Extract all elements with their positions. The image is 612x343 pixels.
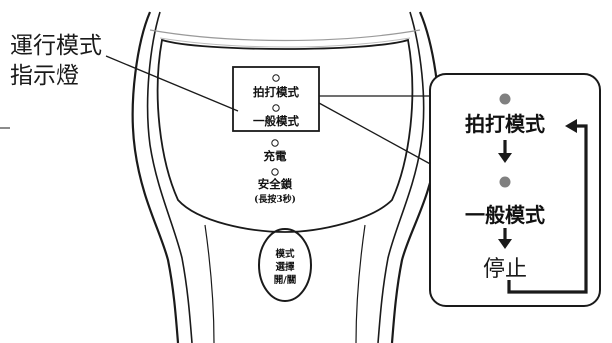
zoom-line-bottom [318,102,435,167]
down-arrow-1-head [498,153,512,163]
indicator-led-charge [271,139,279,147]
loop-back-line [507,124,588,294]
indicator-label-tapping: 拍打模式 [253,85,299,99]
sequence-panel-frame [429,73,601,307]
device-outer-shell [131,11,441,343]
indicator-label-lock: 安全鎖 [258,177,293,191]
mode-button: 模式 選擇 開/關 [274,248,296,286]
device-top-edge-2 [159,37,411,48]
indicator-label-normal: 一般模式 [253,114,299,128]
device-top-edge [149,29,421,42]
down-arrow-2-head [498,239,512,249]
device-inner-band [146,11,425,343]
mode-button-line1: 模式 [275,248,295,260]
indicator-led-normal [272,104,280,112]
device-lower-line-left [204,224,215,343]
sequence-panel: 拍打模式 一般模式 停止 [429,73,601,307]
sequence-step-tapping: 拍打模式 [465,112,545,136]
indicator-led-tapping [272,74,280,82]
sequence-step-stop: 停止 [483,257,527,282]
indicator-sub-lock: (長按3秒) [254,193,296,205]
device-lower-line-right [355,224,366,343]
sequence-step-normal: 一般模式 [465,203,545,227]
callout-leader-line [105,55,239,112]
indicator-led-lock [271,168,279,176]
callout-label: 運行模式 指示燈 [0,33,239,129]
zoom-lines [318,95,435,167]
indicator-box: 拍打模式 一般模式 [232,66,320,132]
device-other-indicators: 充電 安全鎖 (長按3秒) [254,139,296,205]
loop-back-arrowhead [565,119,577,133]
mode-button-line2: 選擇 [275,261,295,273]
callout-label-line1: 運行模式 [10,33,102,59]
device-illustration [131,11,441,343]
sequence-dot-1 [499,93,511,105]
mode-button-outline [258,228,312,302]
device-control-panel [156,38,414,233]
mode-button-line3: 開/關 [274,274,296,286]
indicator-label-charge: 充電 [264,149,287,163]
sequence-dot-2 [499,176,511,188]
callout-label-line2: 指示燈 [10,63,79,89]
